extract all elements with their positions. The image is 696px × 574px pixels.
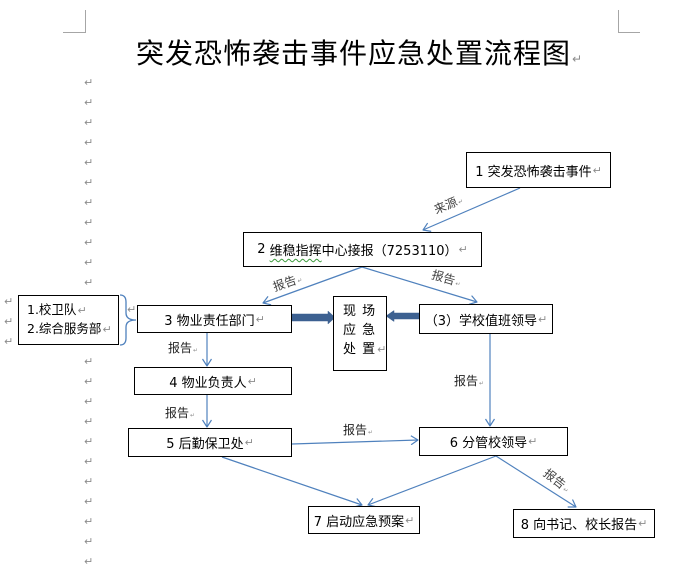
paragraph-mark: ↵ xyxy=(405,513,415,527)
node-label: 4 物业负责人 xyxy=(169,375,247,391)
paragraph-mark: ↵ xyxy=(84,115,94,129)
thick-arrow-property-dept-to-onsite xyxy=(291,310,336,325)
connector-school-leader-to-emergency-plan xyxy=(368,455,497,505)
paragraph-mark: ↵ xyxy=(84,255,94,269)
brace-units-to-property-dept xyxy=(119,294,137,346)
unit-security-team: 1.校卫队 xyxy=(27,302,77,317)
node-label: 1 突发恐怖袭击事件 xyxy=(475,164,592,180)
paragraph-mark: ↵ xyxy=(84,534,94,548)
paragraph-mark: ↵ xyxy=(84,395,94,409)
paragraph-mark: ↵ xyxy=(479,380,485,387)
paragraph-mark: ↵ xyxy=(84,435,94,449)
paragraph-mark: ↵ xyxy=(84,514,94,528)
edge-label-text: 报告 xyxy=(343,423,368,437)
connector-event-to-command-center xyxy=(423,187,521,230)
paragraph-mark: ↵ xyxy=(84,415,94,429)
crop-mark-top-left xyxy=(63,10,86,33)
paragraph-mark: ↵ xyxy=(4,335,14,349)
paragraph-mark: ↵ xyxy=(84,135,94,149)
edge-label-text: 报告 xyxy=(168,341,193,355)
paragraph-mark: ↵ xyxy=(77,304,87,317)
node-label: （3）学校值班领导 xyxy=(424,313,538,329)
connector-command-center-to-property-dept xyxy=(263,266,363,303)
paragraph-mark: ↵ xyxy=(638,517,648,530)
thick-arrow-duty-leader-to-onsite xyxy=(385,310,420,322)
node-6-school-leader[interactable]: 6 分管校领导↵ xyxy=(419,427,568,456)
paragraph-mark: ↵ xyxy=(4,295,14,309)
onsite-line-1: 现 场 xyxy=(343,304,377,319)
title-text: 突发恐怖袭击事件应急处置流程图 xyxy=(136,37,572,70)
edge-label-report-logistics-to-leader: 报告↵ xyxy=(343,423,373,440)
node-5-logistics-security[interactable]: 5 后勤保卫处↵ xyxy=(128,428,292,457)
edge-label-text: 报告 xyxy=(165,406,190,420)
paragraph-mark: ↵ xyxy=(84,375,94,389)
connector-school-leader-to-secretary-report xyxy=(495,455,576,507)
node-7-emergency-plan[interactable]: 7 启动应急预案↵ xyxy=(308,506,420,534)
node-2-command-center[interactable]: 2 维稳指挥中心接报（7253110）↵ xyxy=(243,232,482,267)
document-title: 突发恐怖袭击事件应急处置流程图↵ xyxy=(136,38,582,75)
paragraph-mark: ↵ xyxy=(247,374,257,388)
edge-label-text: 报告 xyxy=(454,374,479,388)
paragraph-mark: ↵ xyxy=(572,52,583,66)
paragraph-mark: ↵ xyxy=(528,435,538,448)
node-label: 5 后勤保卫处 xyxy=(166,437,244,452)
node-label: 3 物业责任部门 xyxy=(164,313,255,329)
paragraph-mark: ↵ xyxy=(84,155,94,169)
edge-label-report-logistics: 报告↵ xyxy=(165,406,195,423)
paragraph-mark: ↵ xyxy=(193,347,199,354)
paragraph-mark: ↵ xyxy=(244,436,254,449)
node-8-report-to-secretary[interactable]: 8 向书记、校长报告↵ xyxy=(513,509,655,538)
paragraph-mark: ↵ xyxy=(84,195,94,209)
edge-label-report-school-leader: 报告↵ xyxy=(454,374,484,391)
paragraph-mark: ↵ xyxy=(368,429,374,436)
paragraph-mark: ↵ xyxy=(84,475,94,488)
paragraph-mark: ↵ xyxy=(84,235,94,249)
spellcheck-flagged-text: 维稳指挥 xyxy=(269,244,322,259)
paragraph-mark: ↵ xyxy=(84,215,94,229)
node-4-property-head[interactable]: 4 物业负责人↵ xyxy=(134,367,292,395)
paragraph-mark: ↵ xyxy=(377,343,387,356)
paragraph-mark: ↵ xyxy=(84,455,94,469)
paragraph-mark: ↵ xyxy=(84,554,94,568)
node-label-prefix: 2 xyxy=(257,242,270,257)
onsite-line-2: 应 急 xyxy=(343,323,377,338)
unit-line-2: 2.综合服务部↵ xyxy=(27,319,118,338)
connector-logistics-to-emergency-plan xyxy=(221,456,362,505)
node-label-suffix: 中心接报（7253110） xyxy=(321,244,458,259)
unit-line-1: 1.校卫队↵ xyxy=(27,300,118,319)
paragraph-mark: ↵ xyxy=(255,312,265,326)
paragraph-mark: ↵ xyxy=(190,412,196,419)
paragraph-mark: ↵ xyxy=(84,175,94,189)
node-label: 8 向书记、校长报告 xyxy=(520,518,638,533)
connector-logistics-to-school-leader xyxy=(291,440,418,444)
node-onsite-response[interactable]: 现 场 应 急 处 置↵ xyxy=(333,296,387,371)
paragraph-mark: ↵ xyxy=(102,323,112,336)
paragraph-mark: ↵ xyxy=(458,243,468,256)
node-3-property-dept[interactable]: 3 物业责任部门↵ xyxy=(137,305,292,333)
crop-mark-top-right xyxy=(618,10,640,33)
edge-label-report-property-head: 报告↵ xyxy=(168,341,198,358)
onsite-line-3: 处 置 xyxy=(343,342,377,357)
paragraph-mark: ↵ xyxy=(127,303,137,316)
paragraph-mark: ↵ xyxy=(84,494,94,508)
node-response-units[interactable]: 1.校卫队↵ 2.综合服务部↵ xyxy=(18,295,119,345)
paragraph-mark: ↵ xyxy=(592,163,602,177)
paragraph-mark: ↵ xyxy=(4,315,14,329)
node-3-school-duty-leader[interactable]: （3）学校值班领导↵ xyxy=(419,304,553,334)
node-1-terror-attack-event[interactable]: 1 突发恐怖袭击事件↵ xyxy=(466,152,611,188)
paragraph-mark: ↵ xyxy=(84,76,94,89)
paragraph-mark: ↵ xyxy=(84,275,94,289)
connector-command-center-to-duty-leader xyxy=(361,266,477,302)
unit-general-services: 2.综合服务部 xyxy=(27,321,102,336)
node-label: 7 启动应急预案 xyxy=(313,514,405,530)
node-label: 6 分管校领导 xyxy=(449,436,528,451)
paragraph-mark: ↵ xyxy=(84,95,94,109)
paragraph-mark: ↵ xyxy=(538,312,548,326)
onsite-line-3-wrap: 处 置↵ xyxy=(343,340,386,359)
paragraph-mark: ↵ xyxy=(84,355,94,369)
